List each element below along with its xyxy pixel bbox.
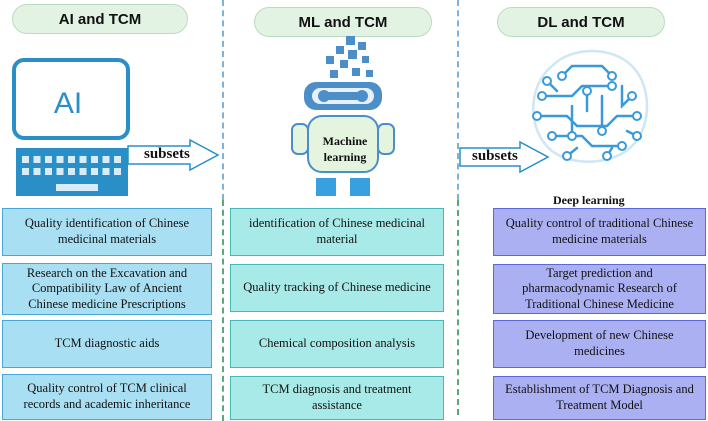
keyboard-key — [114, 168, 121, 175]
keyboard-key — [102, 168, 110, 175]
computer-icon: AI — [12, 58, 130, 196]
ai-item-3: TCM diagnostic aids — [2, 320, 212, 368]
subsets-label-1: subsets — [144, 146, 190, 162]
ml-item-2: Quality tracking of Chinese medicine — [230, 264, 444, 312]
keyboard-key — [91, 168, 98, 175]
keyboard-key — [79, 168, 87, 175]
keyboard-key — [114, 156, 121, 163]
divider-left-top — [222, 0, 224, 200]
keyboard-key — [68, 156, 75, 163]
brain-circuit-icon — [532, 49, 649, 163]
machine-learning-label: Machine learning — [322, 134, 368, 164]
ai-item-1: Quality identification of Chinese medici… — [2, 208, 212, 256]
header-ml-tcm: ML and TCM — [254, 7, 432, 37]
keyboard-key — [56, 168, 64, 175]
ml-item-4: TCM diagnosis and treatment assistance — [230, 376, 444, 420]
ml-item-1: identification of Chinese medicinal mate… — [230, 208, 444, 256]
ml-item-3: Chemical composition analysis — [230, 320, 444, 368]
keyboard-key — [45, 156, 52, 163]
ai-item-2: Research on the Excavation and Compatibi… — [2, 263, 212, 315]
keyboard-key — [33, 168, 41, 175]
keyboard-key — [91, 156, 98, 163]
dl-item-1: Quality control of traditional Chinese m… — [493, 208, 706, 256]
keyboard-key — [33, 156, 41, 163]
dl-item-4: Establishment of TCM Diagnosis and Treat… — [493, 376, 706, 420]
keyboard-key — [102, 156, 110, 163]
keyboard-key — [22, 156, 29, 163]
dl-item-2: Target prediction and pharmacodynamic Re… — [493, 264, 706, 314]
divider-left-bottom — [222, 200, 224, 421]
dl-item-3: Development of new Chinese medicines — [493, 320, 706, 368]
keyboard-key — [79, 156, 87, 163]
keyboard-key — [68, 168, 75, 175]
subsets-arrow-1 — [127, 138, 220, 172]
keyboard-key — [56, 156, 64, 163]
subsets-label-2: subsets — [472, 148, 518, 164]
header-ai-tcm: AI and TCM — [12, 4, 188, 34]
header-dl-tcm: DL and TCM — [497, 7, 665, 37]
divider-right-bottom — [457, 200, 459, 415]
deep-learning-label: Deep learning — [553, 193, 625, 207]
keyboard-key — [22, 168, 29, 175]
keyboard-key — [45, 168, 52, 175]
ai-icon-text: AI — [54, 87, 82, 120]
divider-right-top — [457, 0, 459, 200]
subsets-arrow-2 — [459, 140, 550, 174]
ai-item-4: Quality control of TCM clinical records … — [2, 374, 212, 420]
robot-icon — [291, 36, 395, 196]
